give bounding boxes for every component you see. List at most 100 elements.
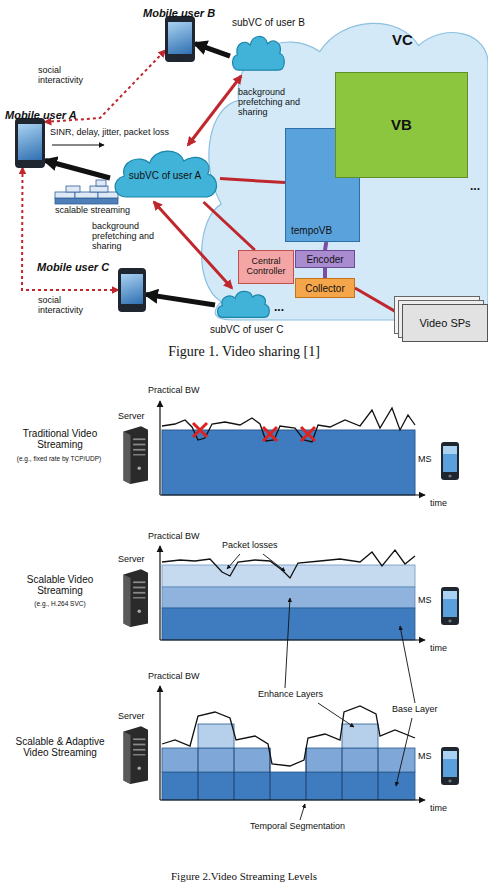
node-text: tempoVB (291, 225, 332, 236)
segment-divider (342, 748, 343, 800)
connector (45, 161, 110, 179)
scalable-stream-bars-part (55, 192, 75, 198)
chart-scalable-part (162, 587, 415, 608)
axis-label: time (430, 644, 447, 654)
server-label: Server (118, 712, 145, 722)
qos-arrow-part (52, 144, 104, 145)
sub-cloud: subVC of user C (215, 288, 271, 322)
device-label: MS (418, 752, 432, 762)
figure-caption: Figure 1. Video sharing [1] (0, 344, 488, 359)
leader-lines-part (318, 703, 354, 727)
ellipsis: ... (274, 301, 284, 314)
leader-lines-part (285, 598, 290, 688)
callout-label: Enhance Layers (258, 690, 323, 700)
node-text: subVC of user C (210, 324, 283, 335)
chart-adaptive-part (160, 799, 425, 800)
axis-label: time (430, 804, 447, 814)
axis-label: time (430, 499, 447, 509)
provider-box: Video SPs (402, 304, 488, 342)
chart-scalable-part (124, 569, 149, 627)
chart-traditional-part (159, 401, 160, 495)
segment-divider (198, 748, 199, 800)
stream-label: scalable streaming (55, 206, 130, 216)
edge-label: background prefetching and sharing (238, 88, 323, 118)
chart-traditional-part (124, 426, 149, 484)
mobile-phone: Mobile user B (165, 16, 195, 62)
server-label: Server (118, 412, 145, 422)
node-text: Encoder (306, 254, 343, 265)
chart-traditional-part (441, 442, 459, 480)
storage-box: VB (335, 72, 468, 178)
edge-label: social interactivity (38, 66, 98, 86)
process-box: Central Controller (238, 250, 294, 284)
scalable-stream-bars-part (98, 192, 118, 198)
cloud-outline (218, 291, 270, 317)
leader-lines (227, 554, 415, 820)
row-subtitle: (e.g., fixed rate by TCP/UDP) (2, 455, 116, 462)
mobile-phone: Mobile user C (118, 268, 146, 312)
process-box: Encoder (295, 250, 355, 268)
node-text: subVC of user B (232, 17, 305, 28)
scalable-stream-bars-part (75, 192, 98, 198)
edge-label: social interactivity (38, 296, 100, 316)
leader-lines-part (263, 554, 285, 571)
connector (323, 268, 327, 278)
node-text: Collector (305, 283, 344, 294)
chart-traditional (124, 401, 460, 495)
leader-lines-part (300, 804, 305, 820)
node-text: VB (391, 117, 412, 134)
callout-label: Base Layer (392, 705, 438, 715)
chart-traditional-part (193, 423, 315, 441)
chart-traditional-part (160, 494, 425, 495)
ellipsis: ... (470, 180, 480, 193)
mobile-phone: Mobile user A (15, 118, 45, 168)
node-text: Mobile user C (37, 261, 109, 273)
chart-scalable-part (162, 550, 415, 578)
axis-label: Practical BW (148, 672, 200, 682)
callout-label: Temporal Segmentation (250, 822, 345, 832)
chart-adaptive-part (198, 748, 378, 800)
scalable-stream-bars-part (90, 186, 108, 192)
row-title: Traditional Video Streaming (6, 428, 114, 450)
chart-adaptive-part (159, 686, 160, 800)
row-subtitle: (e.g., H.264 SVC) (6, 600, 114, 607)
row-title: Scalable & Adaptive Video Streaming (6, 736, 114, 758)
qos-arrow (52, 145, 104, 146)
chart-scalable-part (441, 587, 459, 625)
chart-adaptive-part-part (198, 724, 234, 748)
node-text: Video SPs (419, 317, 470, 329)
figure-caption: Figure 2.Video Streaming Levels (0, 870, 488, 882)
sub-cloud: subVC of user A (110, 145, 220, 205)
device-label: MS (418, 455, 432, 465)
device-label: MS (418, 596, 432, 606)
leader-lines-part (227, 554, 240, 569)
leader-lines-part (400, 626, 415, 703)
process-box: Collector (295, 278, 355, 298)
cloud-outline (202, 23, 488, 320)
connector (195, 44, 230, 57)
segment-divider (234, 748, 235, 800)
cloud-outline (115, 151, 217, 197)
callout-label: Packet losses (222, 541, 278, 551)
qos-text: SINR, delay, jitter, packet loss (50, 128, 169, 138)
leader-lines-part (396, 718, 412, 786)
chart-scalable-part (160, 639, 425, 640)
connector (325, 242, 326, 250)
node-text: Mobile user A (5, 109, 77, 121)
cloud-outline (233, 36, 285, 70)
edge-label: background prefetching and sharing (92, 222, 158, 252)
cloud-shape (215, 288, 271, 322)
chart-adaptive (124, 686, 460, 800)
connector (146, 294, 215, 305)
node-text: Mobile user B (143, 7, 215, 19)
scalable-stream-bars-part (96, 180, 106, 186)
cloud-shape (230, 32, 286, 76)
axis-label: Practical BW (148, 532, 200, 542)
chart-adaptive-part-part (306, 748, 415, 772)
node-text: Central Controller (239, 257, 293, 277)
segment-divider (378, 748, 379, 800)
chart-adaptive-part-part (162, 772, 415, 800)
chart-adaptive-part-part (162, 748, 270, 772)
sub-cloud: subVC of user B (230, 32, 286, 76)
